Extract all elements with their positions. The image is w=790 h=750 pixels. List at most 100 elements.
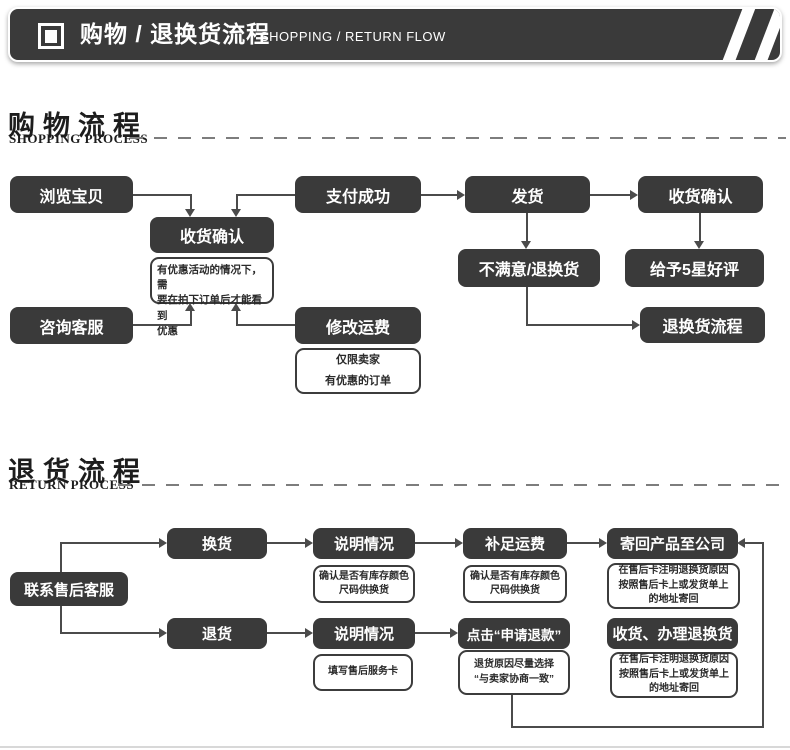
connector-line: [590, 194, 630, 196]
flow1-five-star-label: 给予5星好评: [650, 262, 739, 279]
connector-line: [745, 542, 764, 544]
flow1-confirm-mid-label: 收货确认: [179, 229, 244, 246]
connector-line: [526, 287, 528, 326]
flow1-modify-fee-label: 修改运费: [325, 319, 390, 337]
flow1-consult-box: 咨询客服: [10, 307, 133, 344]
flow2-contact-box: 联系售后客服: [10, 572, 128, 606]
connector-line: [699, 213, 701, 241]
connector-line: [133, 194, 191, 196]
flow2-contact-label: 联系售后客服: [23, 581, 114, 599]
arrowhead-down: [185, 209, 195, 217]
flow2-apply-refund-box: 点击“申请退款”: [458, 618, 570, 649]
connector-line: [190, 194, 192, 210]
flow2-receive-process-box: 收货、办理退换货: [607, 618, 738, 649]
double-slash-icon: [749, 9, 780, 60]
arrowhead-right: [305, 628, 313, 638]
header-bar: 购物 / 退换货流程 SHOPPING / RETURN FLOW: [8, 7, 782, 62]
flow2-refill-fee-label: 补足运费: [484, 536, 545, 553]
flow2-explain-top-box: 说明情况: [313, 528, 415, 559]
arrowhead-right: [599, 538, 607, 548]
square-bullet-inner: [45, 29, 57, 43]
flow2-explain-bottom-box: 说明情况: [313, 618, 415, 649]
flow1-unsatisfied-box: 不满意/退换货: [458, 249, 600, 287]
header-subtitle: SHOPPING / RETURN FLOW: [260, 29, 446, 44]
flow1-browse-box: 浏览宝贝: [10, 176, 133, 213]
connector-line: [133, 324, 192, 326]
flow2-send-back-box: 寄回产品至公司: [607, 528, 738, 559]
connector-line: [237, 324, 295, 326]
double-slash-icon: [717, 9, 759, 60]
section1-title-en: SHOPPING PROCESS: [9, 131, 149, 146]
arrowhead-right: [159, 628, 167, 638]
connector-line: [267, 542, 305, 544]
connector-line: [60, 542, 159, 544]
arrowhead-right: [457, 190, 465, 200]
connector-line: [511, 695, 513, 728]
flow2-fill-card-note: 填写售后服务卡: [313, 654, 413, 691]
connector-line: [567, 542, 599, 544]
connector-line: [762, 542, 764, 728]
flow1-pay-box: 支付成功: [295, 176, 421, 213]
flow1-return-flow-label: 退换货流程: [662, 319, 743, 336]
flow1-browse-label: 浏览宝贝: [39, 188, 104, 206]
flow1-seller-only-note: 仅限卖家 有优惠的订单: [295, 348, 421, 394]
flow2-stock-top-note: 确认是否有库存颜色 尺码供换货: [313, 565, 415, 603]
connector-line: [526, 324, 632, 326]
section2-title-en: RETURN PROCESS: [9, 477, 135, 492]
flow1-consult-label: 咨询客服: [39, 319, 104, 337]
flow2-explain-bottom-label: 说明情况: [333, 626, 394, 643]
connector-line: [237, 194, 295, 196]
connector-line: [421, 194, 457, 196]
section2-title-cn: 退货流程: [8, 457, 148, 487]
arrowhead-up: [185, 303, 195, 311]
section1-title-cn: 购物流程: [8, 111, 148, 141]
flow1-unsatisfied-label: 不满意/退换货: [478, 262, 580, 279]
section1-dashed-rule: [130, 137, 786, 139]
connector-line: [190, 310, 192, 326]
arrowhead-right: [159, 538, 167, 548]
flow1-modify-fee-box: 修改运费: [295, 307, 421, 344]
arrowhead-right: [305, 538, 313, 548]
flow2-return-goods-box: 退货: [167, 618, 267, 649]
flow1-promo-note: 有优惠活动的情况下，需 要在拍下订单后才能看到 优惠: [150, 257, 274, 337]
connector-line: [415, 542, 455, 544]
flow2-exchange-label: 换货: [201, 536, 232, 553]
arrowhead-right: [455, 538, 463, 548]
flow2-card-bottom-note: 在售后卡注明退换货原因 按照售后卡上或发货单上 的地址寄回: [610, 652, 738, 698]
flow2-exchange-box: 换货: [167, 528, 267, 559]
flow1-confirm-mid-box: 收货确认: [150, 217, 274, 253]
arrowhead-right: [450, 628, 458, 638]
connector-line: [267, 632, 305, 634]
arrowhead-right: [630, 190, 638, 200]
bottom-divider: [0, 746, 790, 748]
flow1-five-star-box: 给予5星好评: [625, 249, 764, 287]
flow1-confirm-right-box: 收货确认: [638, 176, 763, 213]
connector-line: [60, 606, 62, 634]
square-bullet-icon: [38, 23, 64, 49]
flow1-ship-box: 发货: [465, 176, 590, 213]
arrowhead-down: [231, 209, 241, 217]
flow2-explain-top-label: 说明情况: [333, 536, 394, 553]
flow1-return-flow-box: 退换货流程: [640, 307, 765, 343]
connector-line: [236, 310, 238, 326]
flow1-pay-label: 支付成功: [325, 188, 390, 206]
flow2-card-top-note: 在售后卡注明退换货原因 按照售后卡上或发货单上 的地址寄回: [607, 563, 740, 609]
section2-dashed-rule: [118, 484, 786, 486]
connector-line: [60, 632, 159, 634]
flow2-send-back-label: 寄回产品至公司: [619, 536, 725, 553]
flow1-confirm-right-label: 收货确认: [668, 188, 733, 206]
flow2-refill-fee-box: 补足运费: [463, 528, 567, 559]
arrowhead-left: [737, 538, 745, 548]
arrowhead-up: [231, 303, 241, 311]
flow2-return-goods-label: 退货: [201, 626, 232, 643]
connector-line: [511, 726, 764, 728]
flow2-stock-mid-note: 确认是否有库存颜色 尺码供换货: [463, 565, 567, 603]
flow2-apply-refund-label: 点击“申请退款”: [466, 627, 562, 643]
header-title: 购物 / 退换货流程: [80, 21, 271, 47]
arrowhead-down: [694, 241, 704, 249]
connector-line: [60, 543, 62, 572]
arrowhead-down: [521, 241, 531, 249]
flow1-ship-label: 发货: [511, 188, 544, 206]
arrowhead-right: [632, 320, 640, 330]
